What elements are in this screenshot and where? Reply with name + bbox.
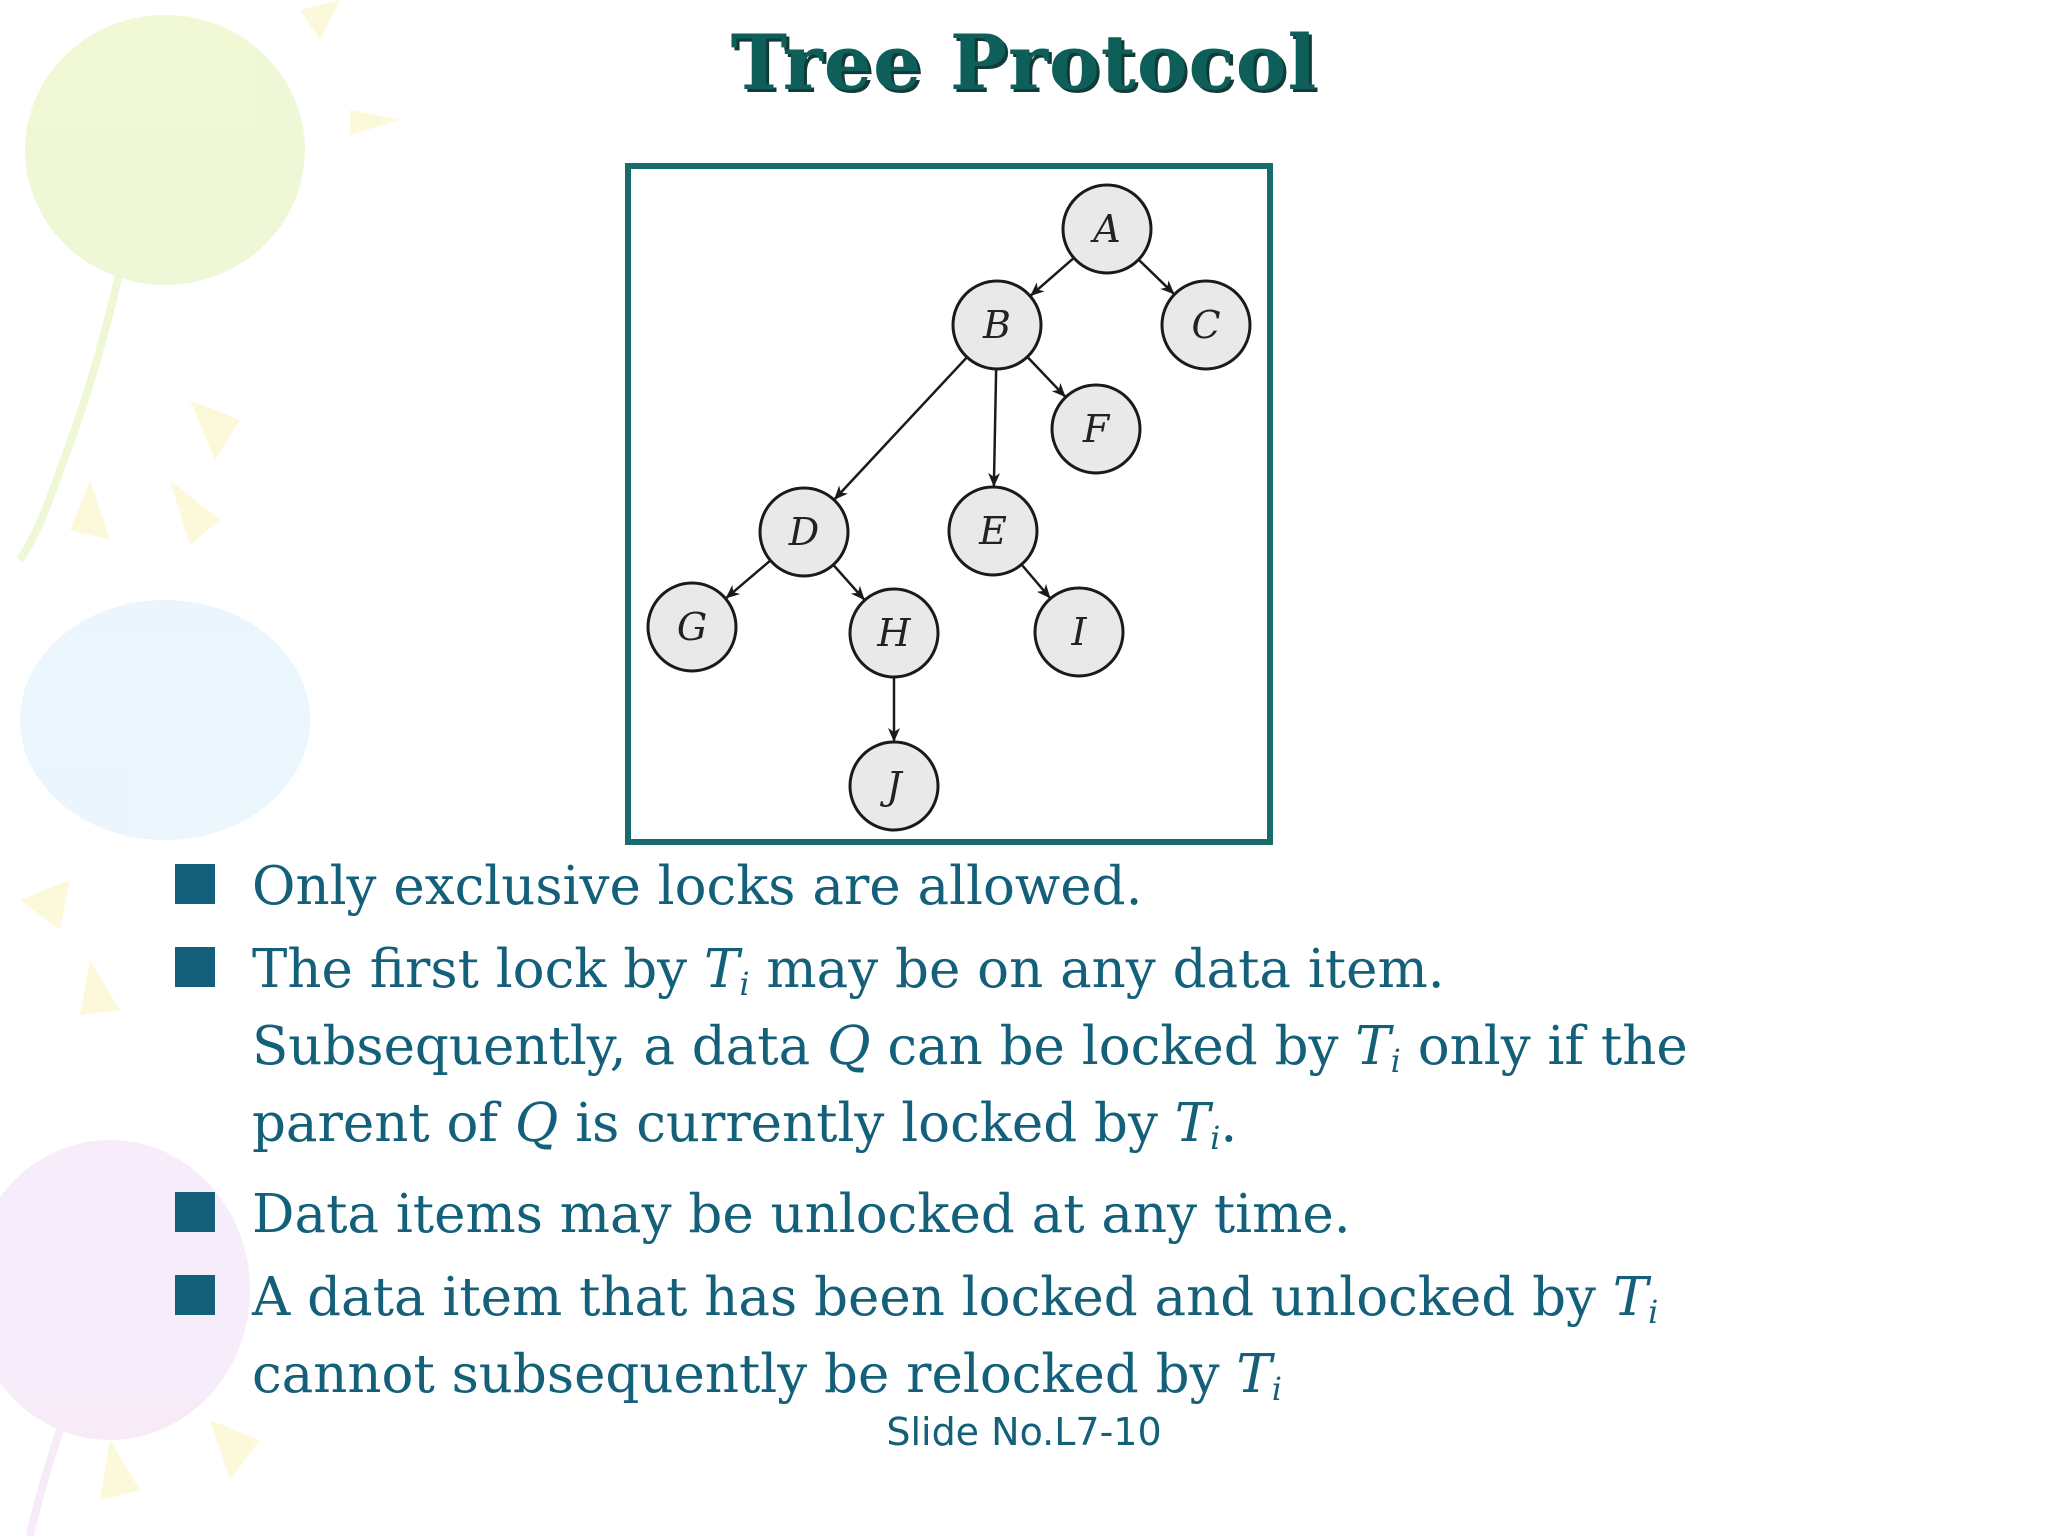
node-circle [1033,586,1125,678]
math-T: T [1355,1016,1391,1077]
node-circle [848,587,940,679]
bullet-text-1: Only exclusive locks are allowed. [252,856,1143,917]
node-I: I [1033,586,1125,678]
bullet-2-text: is currently locked by [558,1093,1175,1154]
math-subscript-i: i [739,965,750,1003]
math-subscript-i: i [1210,1119,1221,1157]
bullet-2-text: parent of [252,1093,515,1154]
node-F: F [1050,383,1142,475]
bullet-2-text: The first lock by [252,939,704,1000]
node-label: H [876,611,911,655]
tree-diagram: A B C F D E G H I J [646,183,1252,832]
bullet-2-text: may be on any data item. [749,939,1445,1000]
node-A: A [1061,183,1153,275]
node-label: F [1082,407,1111,451]
math-Q: Q [514,1093,559,1154]
tree-nodes: A B C F D E G H I J [646,183,1252,832]
math-subscript-i: i [1271,1370,1282,1408]
node-label: A [1090,207,1120,251]
bullet-item-2: The first lock by Ti may be on any data … [175,931,1875,1162]
square-bullet-icon [175,1192,215,1232]
math-T: T [1236,1344,1272,1405]
edge-E-I [1020,563,1051,599]
edge-D-G [725,559,772,599]
node-circle [947,485,1039,577]
bullet-list: Only exclusive locks are allowed. The fi… [175,848,1875,1413]
node-circle [758,486,850,578]
node-circle [1050,383,1142,475]
node-label: D [788,510,819,554]
math-T: T [1612,1267,1649,1328]
node-circle [1061,183,1153,275]
bullet-2-text: . [1220,1093,1238,1154]
edge-A-C [1137,258,1175,295]
math-T: T [1174,1093,1211,1154]
edge-B-D [833,356,968,500]
bullet-text-3: Data items may be unlocked at any time. [252,1184,1351,1245]
slide-number: Slide No.L7-10 [886,1410,1162,1454]
node-C: C [1160,279,1252,371]
node-label: G [677,605,707,649]
edge-B-E [988,368,1001,488]
node-H: H [848,587,940,679]
tree-edges [725,256,1175,742]
math-Q: Q [827,1016,871,1077]
bullet-2-text: only if the [1400,1016,1688,1077]
bullet-2-text: Subsequently, a data [252,1016,828,1077]
node-E: E [947,485,1039,577]
edge-A-B [1030,256,1075,297]
node-label: B [982,303,1011,347]
math-T: T [703,939,740,1000]
node-G: G [646,581,738,673]
math-subscript-i: i [1648,1293,1659,1331]
bullet-item-4: A data item that has been locked and unl… [175,1259,1875,1413]
bullet-4-text: cannot subsequently be relocked by [252,1344,1237,1405]
bullet-2-text: can be locked by [870,1016,1356,1077]
node-label: E [978,509,1007,553]
square-bullet-icon [175,947,215,987]
node-circle [848,740,940,832]
node-label: C [1191,303,1220,347]
node-circle [1160,279,1252,371]
slide-title: Tree Protocol [730,18,1318,107]
tree-diagram-frame: A B C F D E G H I J [625,163,1273,845]
bullet-item-1: Only exclusive locks are allowed. [175,848,1875,925]
node-circle [951,279,1043,371]
square-bullet-icon [175,864,215,904]
node-J: J [848,740,940,832]
square-bullet-icon [175,1275,215,1315]
node-label: I [1070,610,1087,654]
node-B: B [951,279,1043,371]
bullet-4-text: A data item that has been locked and unl… [252,1267,1613,1328]
math-subscript-i: i [1390,1042,1401,1080]
node-circle [646,581,738,673]
bullet-item-3: Data items may be unlocked at any time. [175,1176,1875,1253]
edge-B-F [1026,356,1066,398]
node-D: D [758,486,850,578]
edge-D-H [832,564,865,601]
